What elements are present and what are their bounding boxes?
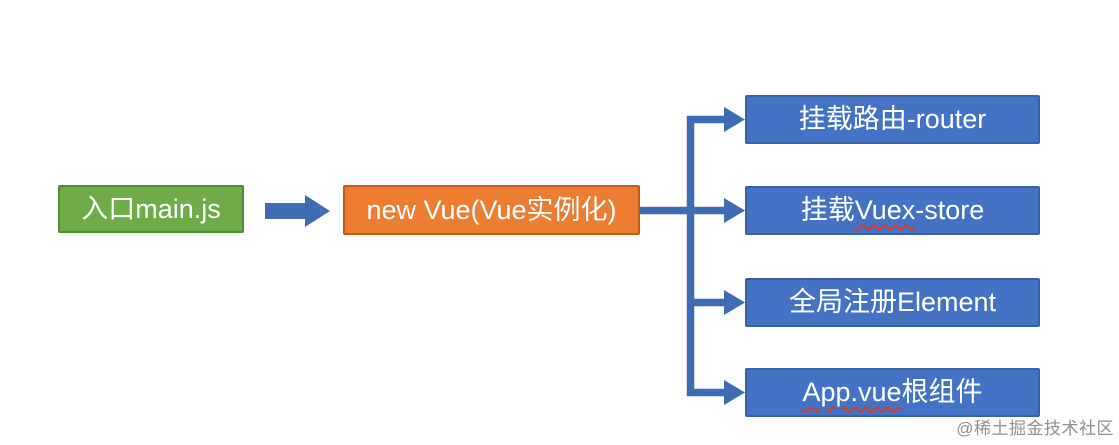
node-entry-main-js: 入口main.js [58,185,244,233]
node-label: App.vue根组件 [802,377,983,407]
node-main-label: new Vue(Vue实例化) [366,194,617,225]
arrowhead-1 [724,107,745,132]
misspell-underline: App.vue [802,377,902,407]
node-label: 挂载Vuex-store [800,195,985,225]
node-label: 全局注册Element [788,287,997,317]
node-entry-label: 入口main.js [81,193,221,224]
arrowhead-4 [724,380,745,405]
watermark: @稀土掘金技术社区 [956,419,1114,438]
node-app-vue-root: App.vue根组件 [745,368,1040,417]
arrowhead-2 [724,198,745,223]
misspell-underline: Vuex [854,195,916,225]
arrowhead-3 [724,290,745,315]
node-mount-router: 挂载路由-router [745,95,1040,144]
node-mount-vuex-store: 挂载Vuex-store [745,186,1040,235]
node-register-element: 全局注册Element [745,278,1040,327]
block-arrow [265,195,330,227]
node-new-vue: new Vue(Vue实例化) [343,185,640,235]
node-label: 挂载路由-router [798,104,987,134]
